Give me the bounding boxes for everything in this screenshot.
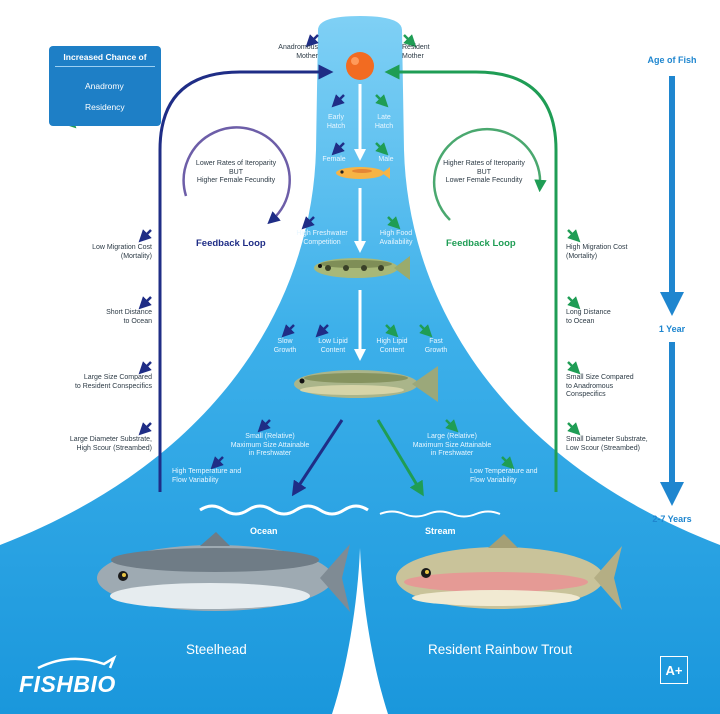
- rainbow-trout-fish-icon: [396, 534, 622, 610]
- logo-fish-icon: [37, 655, 117, 670]
- legend-anadromy-label: Anadromy: [85, 81, 124, 91]
- anadromy-loop-text: Lower Rates of Iteroparity BUT Higher Fe…: [195, 160, 277, 184]
- water-split: [332, 548, 388, 714]
- anadromy-indicator-arrows: [59, 34, 345, 470]
- stream-waves: [379, 510, 501, 518]
- high-lipid-content-label: High Lipid Content: [376, 338, 408, 354]
- legend-residency-label: Residency: [85, 102, 125, 112]
- parr-fish-icon: [314, 256, 410, 280]
- small-size-label: Small Size Compared to Anadromous Conspe…: [566, 374, 634, 398]
- small-maximum-size-label: Small (Relative) Maximum Size Attainable…: [230, 433, 310, 457]
- steelhead-label: Steelhead: [186, 642, 247, 657]
- resident-mother-label: Resident Mother: [402, 44, 430, 60]
- early-hatch-label: Early Hatch: [326, 114, 346, 130]
- rainbow-trout-label: Resident Rainbow Trout: [428, 642, 573, 657]
- stream-label: Stream: [425, 526, 456, 536]
- high-food-availability-label: High Food Availability: [379, 230, 413, 246]
- residency-diverge-arrow: [376, 419, 424, 497]
- large-substrate-label: Large Diameter Substrate, High Scour (St…: [69, 436, 152, 452]
- small-substrate-label: Small Diameter Substrate, Low Scour (Str…: [566, 436, 648, 452]
- anadromy-feedback-loop-label: Feedback Loop: [196, 238, 266, 249]
- residency-feedback-loop-label: Feedback Loop: [446, 238, 516, 249]
- high-temperature-label: High Temperature and Flow Variability: [172, 468, 242, 484]
- egg-icon: [346, 52, 374, 80]
- fry-fish-icon: [336, 167, 390, 179]
- juvenile-fish-icon: [294, 366, 438, 402]
- legend-title: Increased Chance of: [63, 52, 147, 62]
- anadromy-loop-circle: [182, 126, 291, 225]
- brand-mark: A+: [660, 656, 688, 684]
- slow-growth-label: Slow Growth: [273, 338, 297, 354]
- steelhead-fish-icon: [97, 532, 350, 612]
- legend-divider: [55, 66, 155, 67]
- low-migration-cost-label: Low Migration Cost (Mortality): [92, 244, 152, 260]
- fishbio-logo: FISHBIO: [19, 671, 116, 697]
- anadromy-diverge-arrow: [291, 419, 344, 497]
- one-year-label: 1 Year: [658, 324, 686, 334]
- low-lipid-content-label: Low Lipid Content: [318, 338, 348, 354]
- ocean-label: Ocean: [250, 526, 278, 536]
- residency-indicator-arrows: [63, 34, 581, 470]
- anadromy-feedback-arrow: [158, 64, 334, 492]
- residency-feedback-arrow: [384, 64, 558, 492]
- female-label: Female: [322, 156, 346, 163]
- male-label: Male: [378, 156, 394, 163]
- large-size-label: Large Size Compared to Resident Conspeci…: [74, 374, 152, 390]
- water-plume: [0, 16, 720, 714]
- low-temperature-label: Low Temperature and Flow Variability: [470, 468, 538, 484]
- fast-growth-label: Fast Growth: [424, 338, 448, 354]
- short-distance-label: Short Distance to Ocean: [106, 309, 152, 325]
- residency-loop-text: Higher Rates of Iteroparity BUT Lower Fe…: [443, 160, 525, 184]
- ocean-waves: [199, 504, 369, 516]
- age-of-fish-title: Age of Fish: [647, 55, 697, 65]
- high-freshwater-competition-label: High Freshwater Competition: [296, 230, 348, 246]
- anadromous-mother-label: Anadromous Mother: [278, 44, 318, 60]
- two-seven-years-label: 2-7 Years: [652, 514, 692, 524]
- long-distance-label: Long Distance to Ocean: [566, 309, 611, 325]
- high-migration-cost-label: High Migration Cost (Mortality): [566, 244, 628, 260]
- late-hatch-label: Late Hatch: [374, 114, 394, 130]
- residency-loop-circle: [432, 127, 547, 221]
- legend: Increased Chance of Anadromy Residency: [49, 46, 161, 126]
- large-maximum-size-label: Large (Relative) Maximum Size Attainable…: [412, 433, 492, 457]
